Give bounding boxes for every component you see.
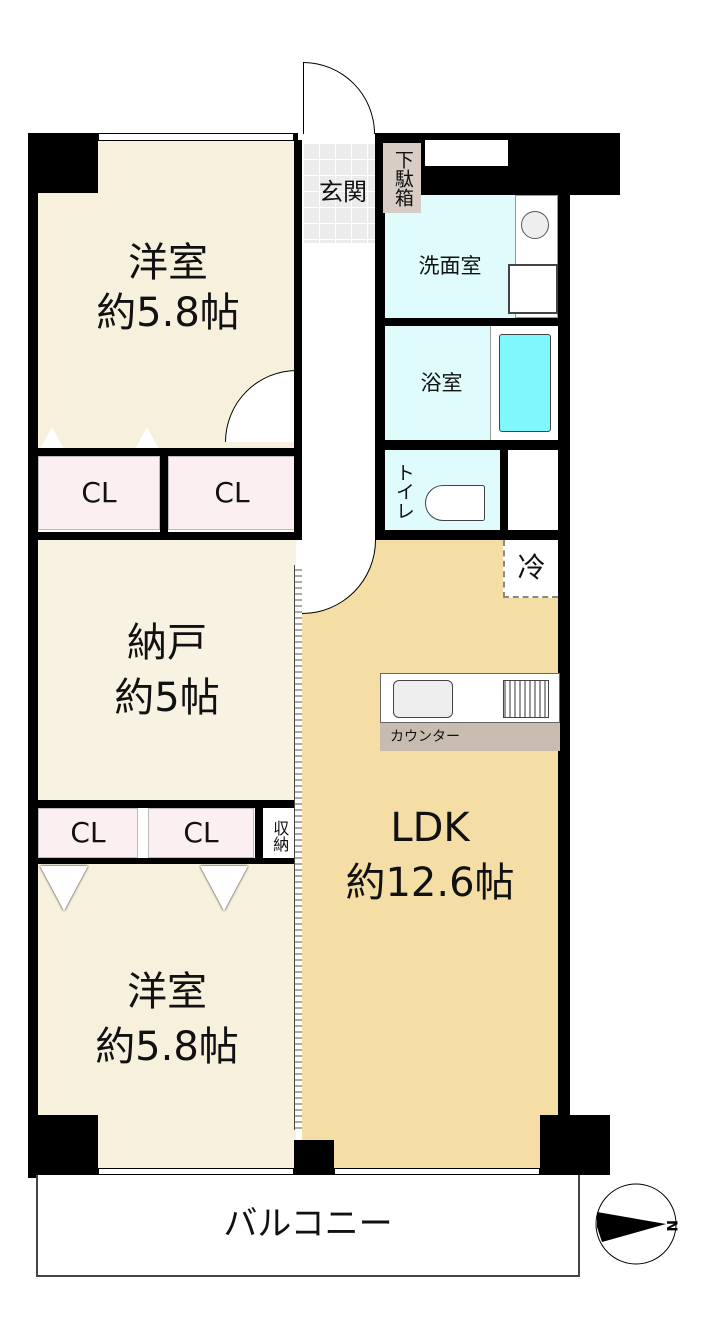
room-size: 約12.6帖 [345,860,515,906]
small-storage[interactable]: 収納 [263,808,295,863]
entrance-door[interactable] [303,62,375,134]
sink-icon [521,211,549,239]
storage-label: 収納 [270,819,290,852]
closet[interactable]: CL [38,808,138,858]
door-mark [135,427,159,449]
kitchen-counter [380,673,560,723]
bathroom: 浴室 [385,326,498,440]
hallway [302,243,376,543]
entrance: 玄関 [303,143,383,243]
room-size: 約5.8帖 [95,1024,239,1070]
closet-label: CL [183,815,219,849]
compass-north-label: N [663,1220,678,1232]
washroom: 洗面室 [385,195,515,318]
sink-icon [393,680,453,718]
storage-room: 納戸 約5帖 [38,540,296,802]
room-size: 約5帖 [114,675,220,721]
closet-label: CL [81,475,117,509]
balcony: バルコニー [36,1175,580,1277]
toilet-label: トイレ [392,462,415,520]
bathtub-icon [499,334,551,432]
room-name: 洋室 [128,240,208,286]
stove-icon [503,680,549,718]
closet-label: CL [70,815,106,849]
closet[interactable]: CL [148,808,254,858]
washing-machine-pan-icon [508,264,558,314]
shoe-box-label: 下駄箱 [391,149,414,207]
closet[interactable]: CL [38,456,160,530]
door-mark [200,866,248,911]
shoe-box: 下駄箱 [383,143,421,213]
door-mark [40,866,88,911]
toilet: トイレ [385,450,500,532]
counter: カウンター [380,723,560,751]
balcony-label: バルコニー [223,1204,393,1245]
toilet-icon [425,485,485,521]
washroom-label: 洗面室 [418,254,482,279]
counter-label: カウンター [390,728,460,745]
closet[interactable]: CL [168,456,296,530]
room-name: 納戸 [127,620,207,666]
fridge-space: 冷 [503,540,558,598]
door-mark [40,427,64,449]
washbasin [508,195,558,318]
bathtub [490,326,558,440]
room-name: 洋室 [127,969,207,1015]
bathroom-label: 浴室 [420,370,463,395]
closet-label: CL [214,475,250,509]
room-size: 約5.8帖 [96,290,240,336]
ldk-room: LDK 約12.6帖 [302,540,558,1170]
room-name: LDK [390,805,470,851]
compass-icon: N [595,1183,678,1265]
entrance-label: 玄関 [319,178,367,207]
fridge-label: 冷 [517,550,546,584]
